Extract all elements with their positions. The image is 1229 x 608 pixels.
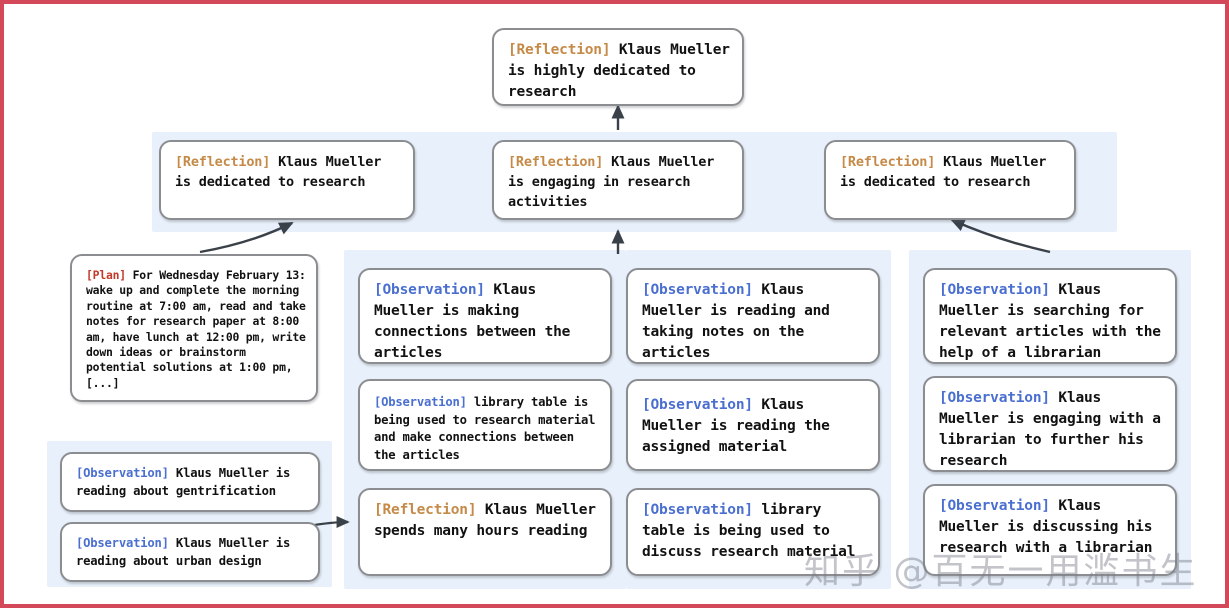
node-tag-observation: [Observation]: [939, 282, 1050, 298]
node-tag-observation: [Observation]: [939, 498, 1050, 514]
node-text: Klaus Mueller is engaging with a librari…: [939, 390, 1161, 469]
node-reflection-right[interactable]: [Reflection] Klaus Mueller is dedicated …: [824, 140, 1076, 220]
node-text: Klaus Mueller spends many hours reading: [374, 502, 596, 539]
node-tag-plan: [Plan]: [86, 268, 126, 282]
node-text: Klaus Mueller is dedicated to research: [840, 154, 1047, 190]
node-text: Klaus Mueller is making connections betw…: [374, 282, 571, 361]
node-tag-observation: [Observation]: [374, 395, 467, 409]
node-reflection-left[interactable]: [Reflection] Klaus Mueller is dedicated …: [159, 140, 415, 220]
node-tag-reflection: [Reflection]: [508, 154, 604, 170]
node-text: Klaus Mueller is searching for relevant …: [939, 282, 1161, 361]
node-tag-observation: [Observation]: [374, 282, 485, 298]
node-tag-reflection: [Reflection]: [508, 42, 611, 58]
node-col1-reflection[interactable]: [Reflection] Klaus Mueller spends many h…: [358, 488, 612, 576]
node-tag-observation: [Observation]: [642, 397, 753, 413]
node-text: Klaus Mueller is discussing his research…: [939, 498, 1153, 556]
node-text: Klaus Mueller is highly dedicated to res…: [508, 42, 730, 100]
node-root-reflection[interactable]: [Reflection] Klaus Mueller is highly ded…: [492, 28, 744, 106]
node-tag-reflection: [Reflection]: [175, 154, 271, 170]
node-col1-observation-2[interactable]: [Observation] library table is being use…: [358, 379, 612, 471]
node-text: library table is being used to research …: [374, 395, 596, 462]
node-text: Klaus Mueller is reading and taking note…: [642, 282, 830, 361]
node-observation-left-2[interactable]: [Observation] Klaus Mueller is reading a…: [60, 522, 320, 582]
node-tag-observation: [Observation]: [76, 536, 169, 550]
node-text: Klaus Mueller is reading the assigned ma…: [642, 397, 830, 455]
node-text: Klaus Mueller is dedicated to research: [175, 154, 382, 190]
node-tag-observation: [Observation]: [939, 390, 1050, 406]
node-text: Klaus Mueller is engaging in research ac…: [508, 154, 715, 210]
node-col3-observation-3[interactable]: [Observation] Klaus Mueller is discussin…: [923, 484, 1177, 576]
node-tag-reflection: [Reflection]: [374, 502, 477, 518]
node-text: library table is being used to discuss r…: [642, 502, 856, 560]
node-tag-observation: [Observation]: [76, 466, 169, 480]
node-text: Klaus Mueller is reading about gentrific…: [76, 466, 291, 498]
node-tag-reflection: [Reflection]: [840, 154, 936, 170]
node-reflection-middle[interactable]: [Reflection] Klaus Mueller is engaging i…: [492, 140, 744, 220]
node-tag-observation: [Observation]: [642, 502, 753, 518]
node-col2-observation-3[interactable]: [Observation] library table is being use…: [626, 488, 880, 576]
node-plan[interactable]: [Plan] For Wednesday February 13: wake u…: [70, 254, 318, 402]
node-col2-observation-1[interactable]: [Observation] Klaus Mueller is reading a…: [626, 268, 880, 364]
node-text: Klaus Mueller is reading about urban des…: [76, 536, 291, 568]
node-text: For Wednesday February 13: wake up and c…: [86, 268, 306, 390]
node-col3-observation-1[interactable]: [Observation] Klaus Mueller is searching…: [923, 268, 1177, 364]
node-col3-observation-2[interactable]: [Observation] Klaus Mueller is engaging …: [923, 376, 1177, 472]
node-col1-observation-1[interactable]: [Observation] Klaus Mueller is making co…: [358, 268, 612, 364]
node-col2-observation-2[interactable]: [Observation] Klaus Mueller is reading t…: [626, 379, 880, 471]
node-observation-left-1[interactable]: [Observation] Klaus Mueller is reading a…: [60, 452, 320, 512]
node-tag-observation: [Observation]: [642, 282, 753, 298]
